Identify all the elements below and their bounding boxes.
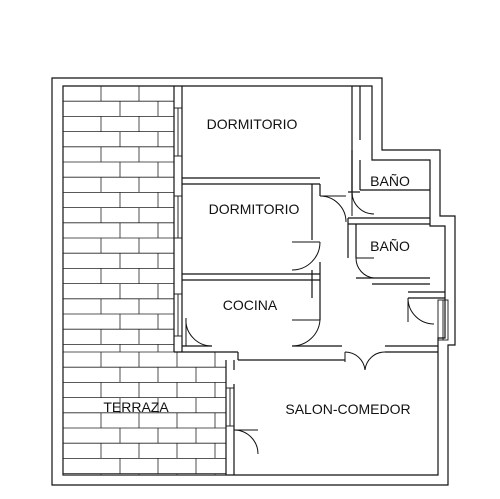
terrace-brick-pattern [63,86,226,476]
outer-walls [51,77,456,486]
room-label-salon-comedor: SALON-COMEDOR [285,401,410,417]
door-swings [185,191,435,455]
room-label-bano-1: BAÑO [370,173,410,189]
room-label-cocina: COCINA [223,297,278,313]
windows [173,107,449,427]
room-label-dormitorio-1: DORMITORIO [207,116,298,132]
room-label-dormitorio-2: DORMITORIO [209,201,300,217]
room-label-terraza: TERRAZA [103,399,169,415]
room-label-bano-2: BAÑO [370,238,410,254]
